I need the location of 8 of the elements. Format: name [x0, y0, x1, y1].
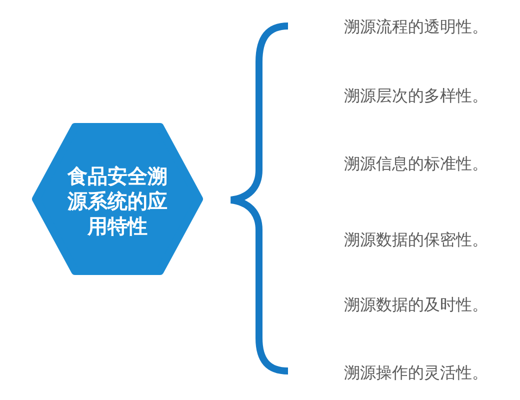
feature-text: 溯源数据的及时性。 [344, 295, 488, 315]
feature-text: 溯源层次的多样性。 [344, 86, 488, 106]
hexagon-node [32, 123, 203, 275]
feature-text: 溯源信息的标准性。 [344, 154, 488, 174]
node-text: 食品安全溯源系统的应用特性 [68, 164, 168, 238]
feature-text: 溯源流程的透明性。 [344, 17, 488, 37]
feature-text: 溯源数据的保密性。 [344, 230, 488, 250]
feature-text: 溯源操作的灵活性。 [344, 363, 488, 383]
